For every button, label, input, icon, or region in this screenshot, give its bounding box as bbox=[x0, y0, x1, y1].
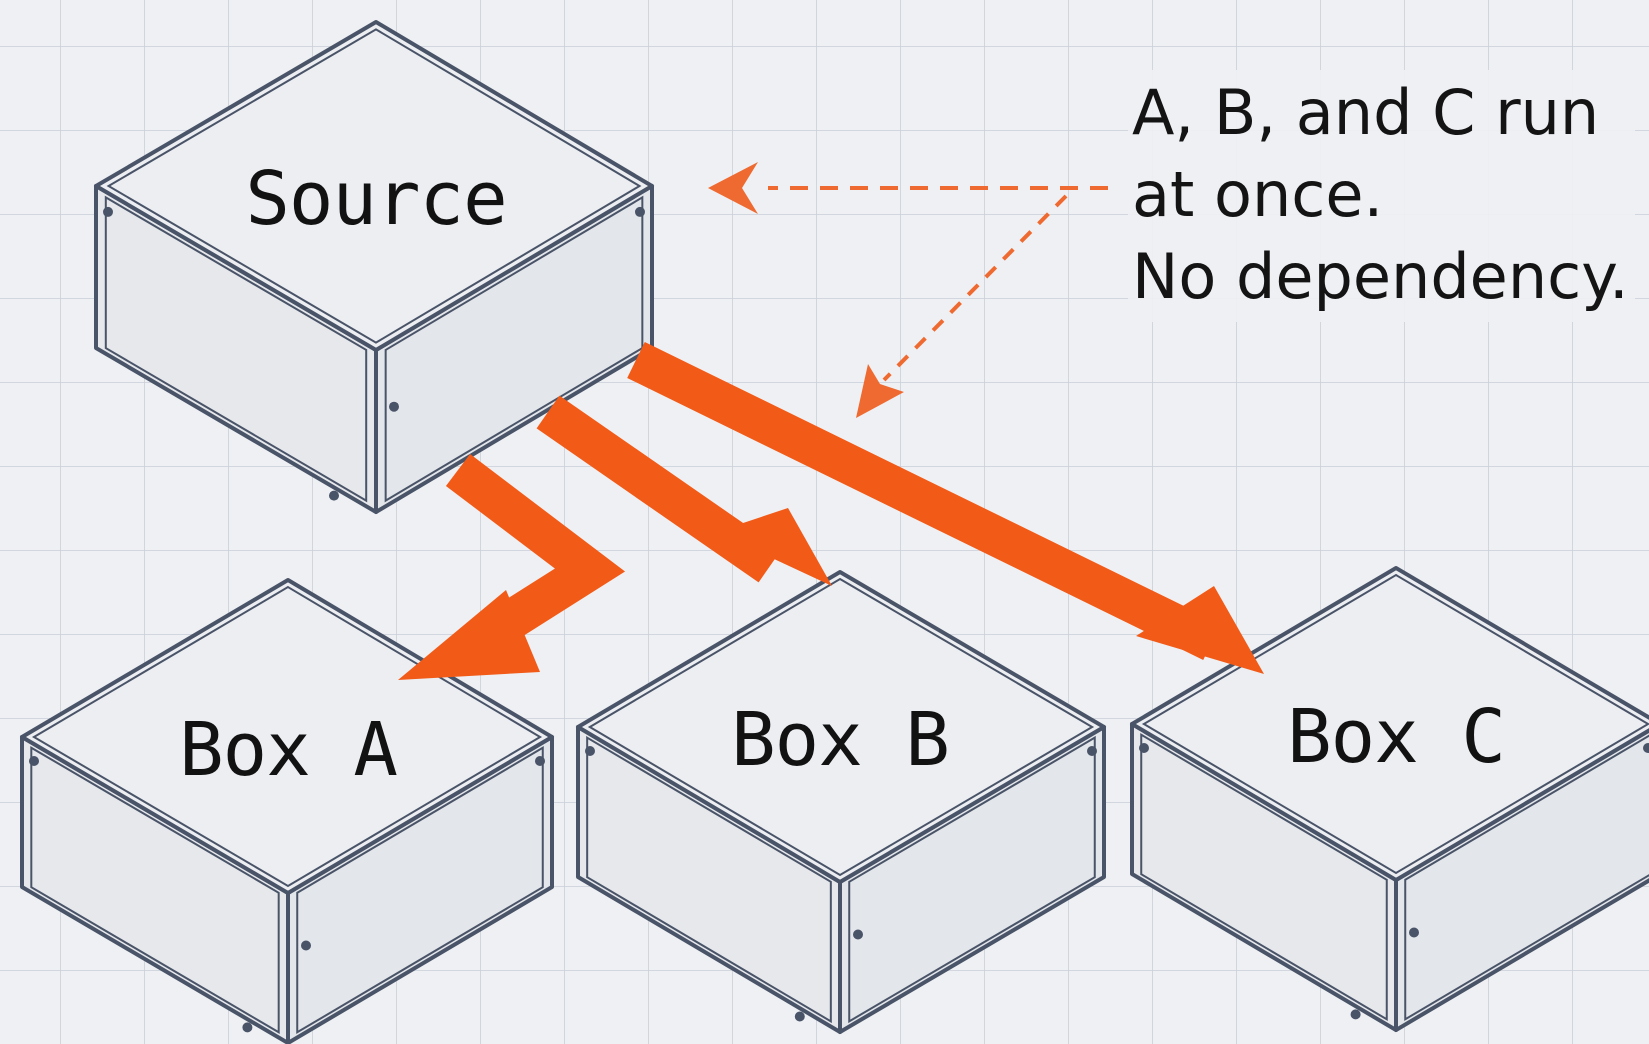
arrow-head bbox=[716, 508, 832, 586]
box-b-right-inset bbox=[848, 735, 1096, 1024]
box-c-node: Box C bbox=[1130, 566, 1649, 1032]
box-b-label: Box B bbox=[731, 697, 949, 783]
box-a-top-face bbox=[20, 578, 554, 895]
source-left-inset bbox=[104, 195, 368, 503]
box-c-top-face bbox=[1130, 566, 1649, 882]
box-a-screw bbox=[301, 940, 311, 951]
source-top-inset bbox=[106, 28, 642, 344]
box-a-left-inset bbox=[30, 745, 280, 1035]
source-top-face bbox=[94, 20, 654, 352]
dashed-arrow-head bbox=[856, 364, 904, 418]
annotation-note: A, B, and C run at once. No dependency. bbox=[1128, 70, 1635, 322]
annotation-arrow-to-flows bbox=[856, 194, 1068, 418]
box-b-screw bbox=[794, 1011, 805, 1022]
annotation-line-1: A, B, and C run bbox=[1132, 76, 1600, 149]
box-a-screw bbox=[29, 756, 39, 766]
arrow-shaft bbox=[536, 395, 782, 583]
annotation-line-3: No dependency. bbox=[1132, 240, 1629, 313]
annotation-line-2: at once. bbox=[1132, 158, 1384, 231]
source-screw bbox=[103, 206, 113, 217]
arrow-head bbox=[1136, 586, 1264, 674]
box-c-screw bbox=[1409, 927, 1419, 938]
box-c-label: Box C bbox=[1287, 694, 1505, 780]
dashed-arrow-head bbox=[708, 162, 758, 214]
box-b-top-inset bbox=[587, 577, 1095, 877]
box-a-label: Box A bbox=[179, 707, 397, 793]
arrow-shaft bbox=[627, 342, 1221, 660]
box-b-top-face bbox=[576, 570, 1106, 884]
source-screw bbox=[389, 401, 399, 412]
arrows-layer bbox=[398, 342, 1264, 680]
box-b-left-inset bbox=[586, 735, 832, 1024]
box-c-left-inset bbox=[1140, 732, 1388, 1022]
box-a-top-inset bbox=[31, 585, 543, 888]
box-b-screw bbox=[585, 746, 595, 756]
source-screw bbox=[635, 206, 645, 217]
box-c-screw bbox=[1643, 743, 1649, 753]
annotation-arrow-to-source bbox=[708, 162, 1108, 214]
box-c-screw bbox=[1139, 743, 1149, 753]
arrow-source-to-box-c bbox=[627, 342, 1264, 674]
source-screw bbox=[329, 490, 339, 501]
box-a-node: Box A bbox=[20, 578, 554, 1044]
arrow-source-to-box-a bbox=[398, 454, 626, 680]
box-a-screw bbox=[242, 1022, 253, 1033]
box-b-node: Box B bbox=[576, 570, 1106, 1034]
box-c-right-inset bbox=[1404, 734, 1649, 1022]
box-b-screw bbox=[853, 929, 863, 940]
box-c-top-inset bbox=[1141, 573, 1649, 875]
arrow-source-to-box-b bbox=[536, 395, 832, 586]
box-a-screw bbox=[535, 756, 545, 766]
box-c-screw bbox=[1350, 1009, 1361, 1020]
annotation-arrows bbox=[708, 162, 1108, 418]
dashed-line bbox=[882, 194, 1068, 382]
source-label: Source bbox=[245, 156, 506, 242]
arrow-head bbox=[398, 590, 540, 680]
box-a-right-inset bbox=[296, 745, 544, 1035]
source-node: Source bbox=[94, 20, 654, 514]
box-b-screw bbox=[1087, 746, 1097, 756]
